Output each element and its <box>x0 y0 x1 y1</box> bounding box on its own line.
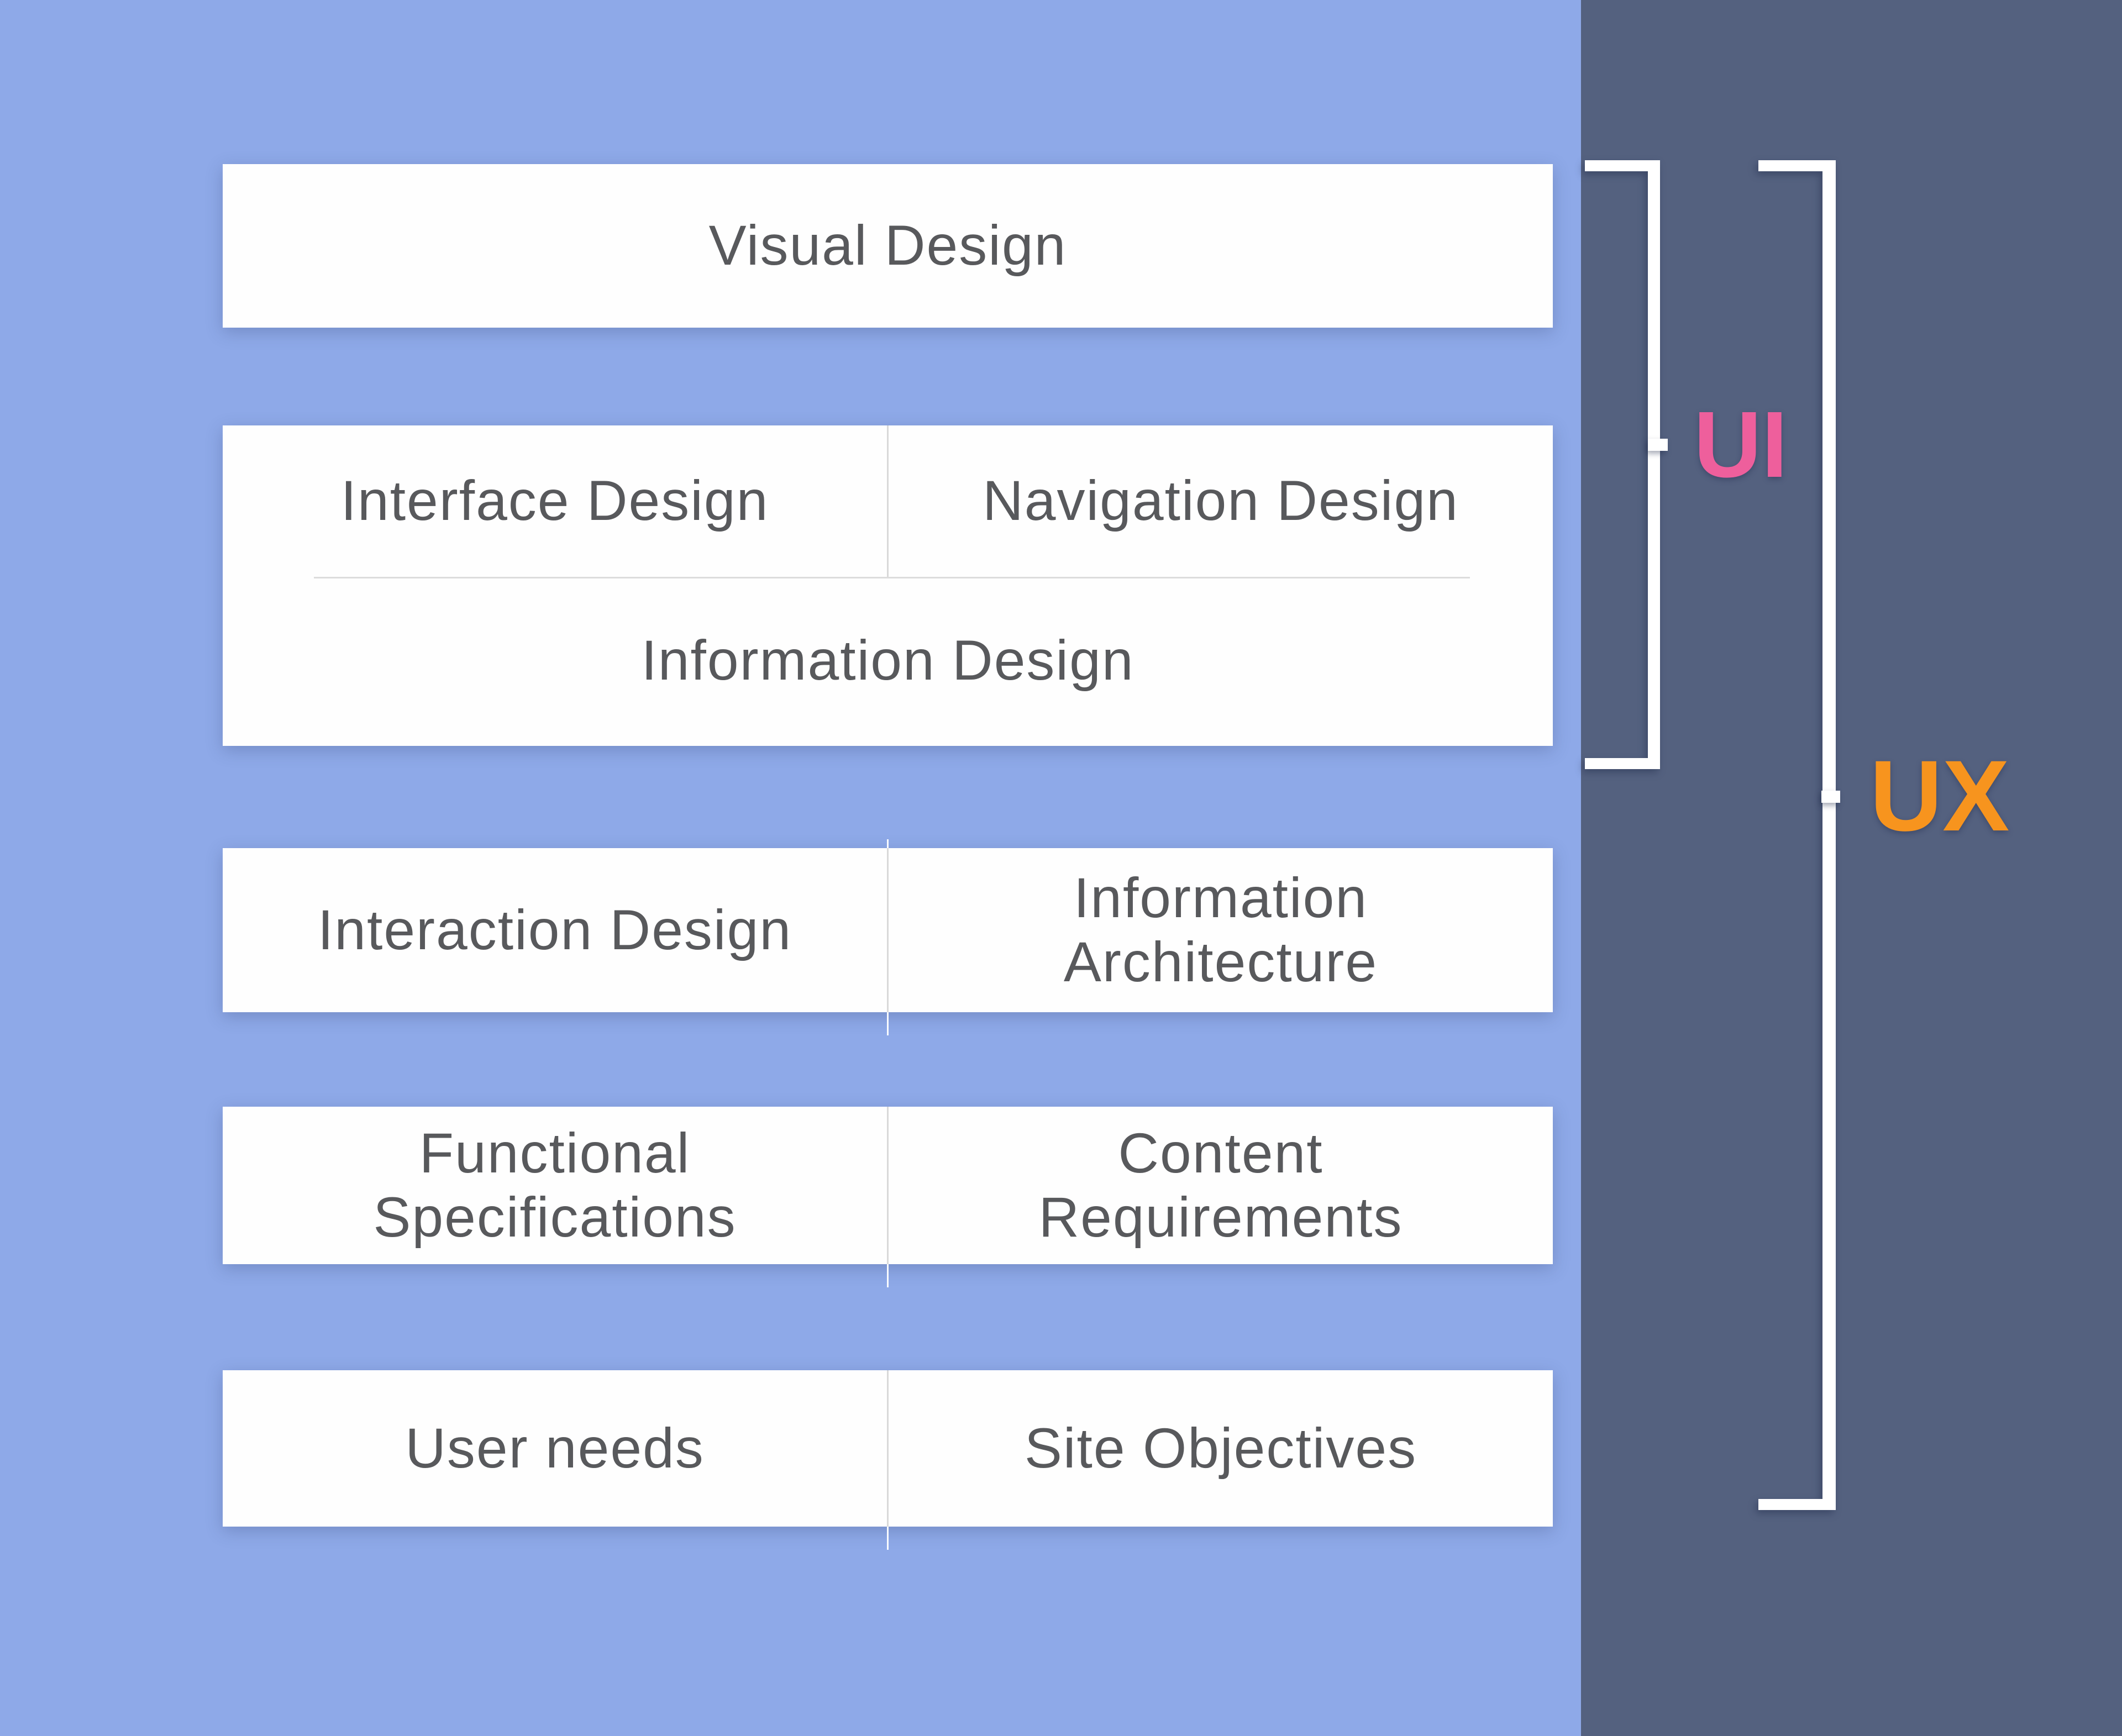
information-design-label: Information Design <box>641 629 1134 692</box>
site-objectives-label: Site Objectives <box>1024 1416 1417 1480</box>
interface-design-cell: Interface Design <box>223 425 887 577</box>
interaction-row-box: Interaction Design Information Architect… <box>223 839 1553 1035</box>
specifications-row-box: Functional Specifications Content Requir… <box>223 1107 1553 1287</box>
interaction-design-label: Interaction Design <box>317 898 792 961</box>
content-requirements-label: Content Requirements <box>1038 1122 1403 1249</box>
functional-specifications-cell: Functional Specifications <box>223 1107 887 1264</box>
interaction-design-cell: Interaction Design <box>223 848 887 1012</box>
information-design-cell: Information Design <box>223 578 1553 743</box>
ux-label: UX <box>1869 739 2010 852</box>
row3-center-divider <box>887 848 889 1012</box>
ui-bracket-tick <box>1648 439 1668 451</box>
navigation-design-label: Navigation Design <box>983 469 1459 533</box>
navigation-design-cell: Navigation Design <box>889 425 1553 577</box>
row5-divider-stub-bottom <box>887 1527 889 1550</box>
user-needs-label: User needs <box>405 1416 705 1480</box>
content-requirements-cell: Content Requirements <box>889 1107 1553 1264</box>
right-background-panel <box>1581 0 2122 1736</box>
row4-divider-stub-bottom <box>887 1264 889 1287</box>
row5-center-divider <box>887 1370 889 1527</box>
user-needs-cell: User needs <box>223 1370 887 1527</box>
ux-bracket <box>1758 160 1836 1510</box>
visual-design-cell: Visual Design <box>223 164 1553 328</box>
row4-center-divider <box>887 1107 889 1264</box>
needs-row-box: User needs Site Objectives <box>223 1370 1553 1550</box>
ui-bracket <box>1585 160 1660 769</box>
interface-navigation-divider <box>887 425 889 577</box>
ui-label: UI <box>1694 392 1788 497</box>
site-objectives-cell: Site Objectives <box>889 1370 1553 1527</box>
row3-divider-stub-bottom <box>887 1012 889 1035</box>
ux-bracket-tick <box>1821 791 1840 803</box>
information-architecture-cell: Information Architecture <box>889 848 1553 1012</box>
information-design-divider <box>314 577 1470 578</box>
visual-design-box: Visual Design <box>223 164 1553 328</box>
functional-specifications-label: Functional Specifications <box>373 1122 737 1249</box>
information-architecture-label: Information Architecture <box>1063 866 1378 993</box>
interface-design-label: Interface Design <box>340 469 769 533</box>
row3-divider-stub-top <box>887 839 889 848</box>
interface-group-box: Interface Design Navigation Design Infor… <box>223 425 1553 746</box>
visual-design-label: Visual Design <box>708 214 1067 277</box>
